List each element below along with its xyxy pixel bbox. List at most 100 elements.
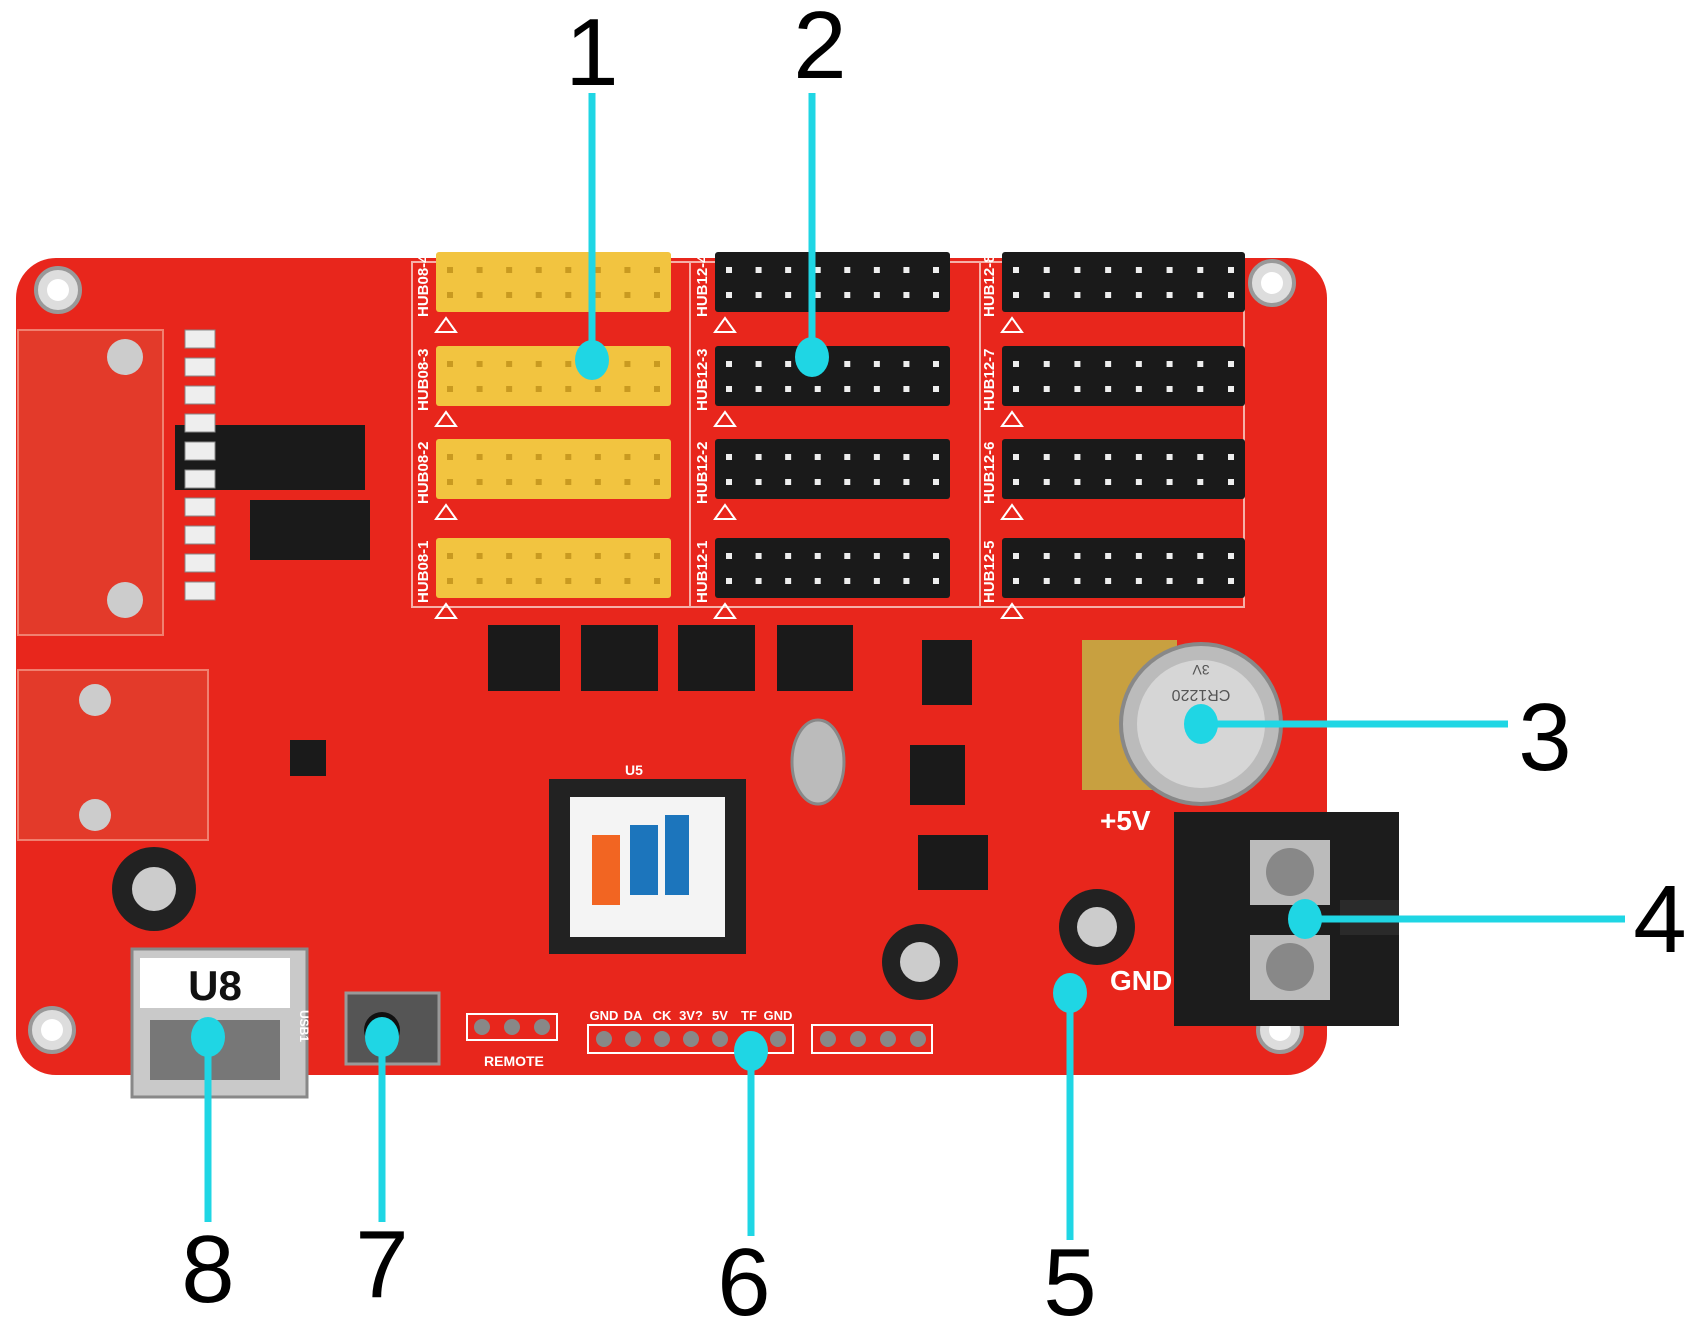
connector-pin [476, 578, 483, 584]
pin1-marker [434, 410, 458, 427]
hub12-connector-label: HUB12-3 [694, 348, 711, 411]
connector-pin [654, 361, 660, 367]
remote-pin [534, 1019, 550, 1035]
pin1-marker [1000, 316, 1024, 333]
connector-pin [654, 292, 660, 298]
connector-pin [726, 454, 732, 460]
header-pin-label: 3V? [679, 1008, 703, 1023]
remote-header [466, 1013, 558, 1041]
connector-pin [785, 292, 792, 298]
connector-pin [447, 292, 453, 298]
callout-number-3: 3 [1518, 684, 1571, 791]
connector-pin [1166, 578, 1173, 584]
callout-dot-3 [1184, 704, 1218, 744]
header-pin-label: GND [764, 1008, 793, 1023]
connector-pin [814, 454, 821, 460]
connector-pin [785, 578, 792, 584]
hub12-connector-label: HUB12-1 [694, 540, 711, 603]
connector-pin [1105, 361, 1112, 367]
connector-pin [1074, 479, 1081, 485]
ic-chip [918, 835, 988, 890]
connector-pin [1166, 553, 1173, 559]
hub12-connector [1002, 538, 1245, 598]
connector-pin [873, 578, 880, 584]
connector-pin [1135, 454, 1142, 460]
connector-pin [565, 267, 572, 273]
connector-pin [785, 454, 792, 460]
connector-pin [814, 292, 821, 298]
aux-pin [910, 1031, 926, 1047]
callout-dot-6 [734, 1031, 768, 1071]
connector-pin [535, 578, 542, 584]
connector-pin [447, 267, 453, 273]
ic-chip [581, 625, 658, 691]
connector-pin [447, 361, 453, 367]
header-pin-label: DA [624, 1008, 643, 1023]
connector-pin [1197, 361, 1204, 367]
connector-pin [1043, 267, 1050, 273]
connector-pin [1105, 386, 1112, 392]
connector-pin [506, 267, 513, 273]
electrolytic-capacitors [112, 847, 1135, 1000]
smd-component [184, 525, 216, 545]
crystal-oscillator [790, 718, 846, 806]
pin1-marker [434, 316, 458, 333]
hub12-connector [715, 538, 950, 598]
connector-pin [506, 454, 513, 460]
callout-number-8: 8 [181, 1216, 234, 1318]
connector-pin [1013, 578, 1019, 584]
connector-pin [1013, 386, 1019, 392]
connector-pin [903, 292, 910, 298]
connector-pin [1043, 361, 1050, 367]
connector-pin [903, 361, 910, 367]
hub12-connector [1002, 252, 1245, 312]
connector-pin [506, 479, 513, 485]
connector-pin [1105, 292, 1112, 298]
connector-pin [755, 553, 762, 559]
connector-pin [447, 454, 453, 460]
connector-pin [1043, 479, 1050, 485]
header-pin [596, 1031, 612, 1047]
hub12-connector-label: HUB12-5 [981, 540, 998, 603]
connector-pin [1013, 267, 1019, 273]
connector-pin [1197, 267, 1204, 273]
header-pin-label: 5V [712, 1008, 728, 1023]
connector-pin [1043, 553, 1050, 559]
connector-pin [814, 479, 821, 485]
hub12-connector-label: HUB12-8 [981, 254, 998, 317]
smd-component [184, 497, 216, 517]
connector-pin [1135, 553, 1142, 559]
smd-component [184, 357, 216, 377]
callout-dot-2 [795, 337, 829, 377]
connector-pin [1197, 292, 1204, 298]
usb-silk: USB1 [297, 1010, 311, 1042]
connector-pin [1074, 361, 1081, 367]
connector-pin [624, 553, 631, 559]
connector-pin [726, 553, 732, 559]
connector-pin [565, 292, 572, 298]
connector-pin [1105, 454, 1112, 460]
connector-pin [594, 454, 601, 460]
battery-voltage: 3V [1192, 662, 1210, 678]
smd-component [184, 385, 216, 405]
hub12-connector-label: HUB12-6 [981, 441, 998, 504]
header-pin-label: CK [653, 1008, 672, 1023]
mcu-label: U5 [625, 762, 643, 778]
connector-pin [1074, 553, 1081, 559]
connector-pin [933, 578, 939, 584]
connector-pin [1197, 479, 1204, 485]
hub12-connector-label: HUB12-2 [694, 441, 711, 504]
connector-pin [1197, 578, 1204, 584]
connector-pin [1043, 578, 1050, 584]
connector-pin [1166, 267, 1173, 273]
hub08-connector-label: HUB08-3 [415, 348, 432, 411]
connector-pin [594, 267, 601, 273]
connector-pin [476, 292, 483, 298]
hub08-connector [436, 538, 671, 598]
connector-pin [476, 454, 483, 460]
hub12-connector-label: HUB12-4 [694, 254, 711, 317]
connector-pin [1228, 386, 1234, 392]
remote-pin [504, 1019, 520, 1035]
hub12-connector [715, 252, 950, 312]
connector-pin [844, 454, 851, 460]
